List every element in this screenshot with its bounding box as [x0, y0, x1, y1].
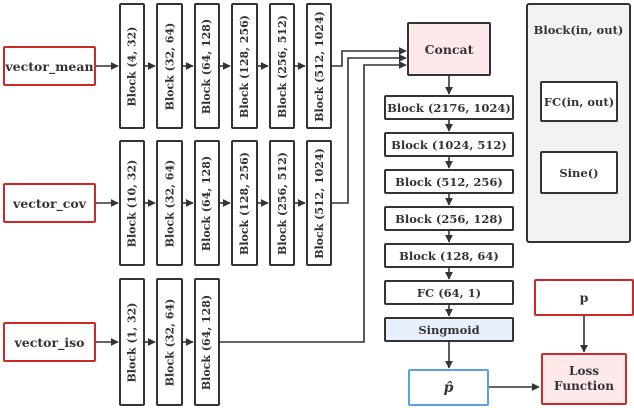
legend-sine-activation: Sine()	[540, 151, 618, 194]
sigmoid-activation: Singmoid	[384, 317, 514, 342]
iso-block-1: Block (1, 32)	[119, 278, 145, 406]
block-definition-title: Block(in, out)	[533, 23, 624, 37]
fc-output-layer: FC (64, 1)	[384, 280, 514, 305]
concat-node: Concat	[407, 22, 491, 76]
mean-block-1: Block (4, 32)	[119, 3, 145, 129]
head-block-2: Block (1024, 512)	[384, 132, 514, 157]
head-block-3: Block (512, 256)	[384, 169, 514, 194]
cov-block-1: Block (10, 32)	[119, 140, 145, 266]
cov-block-6: Block (512, 1024)	[306, 140, 332, 266]
mean-block-6: Block (512, 1024)	[306, 3, 332, 129]
mean-block-2: Block (32, 64)	[156, 3, 183, 129]
cov-block-2: Block (32, 64)	[156, 140, 183, 266]
head-block-5: Block (128, 64)	[384, 243, 514, 268]
mean-block-4: Block (128, 256)	[231, 3, 258, 129]
prediction-node: p̂	[408, 369, 489, 406]
cov-block-3: Block (64, 128)	[194, 140, 220, 266]
loss-function-node: Loss Function	[541, 353, 627, 405]
head-block-1: Block (2176, 1024)	[384, 95, 514, 120]
input-vector-mean: vector_mean	[3, 46, 96, 86]
target-node: p	[534, 279, 634, 316]
head-block-4: Block (256, 128)	[384, 206, 514, 231]
input-vector-iso: vector_iso	[3, 322, 96, 362]
input-vector-cov: vector_cov	[3, 183, 96, 223]
mean-block-5: Block (256, 512)	[269, 3, 295, 129]
cov-block-4: Block (128, 256)	[231, 140, 258, 266]
block-definition-panel: Block(in, out)	[526, 3, 631, 243]
iso-block-3: Block (64, 128)	[194, 278, 220, 406]
cov-block-5: Block (256, 512)	[269, 140, 295, 266]
mean-block-3: Block (64, 128)	[194, 3, 220, 129]
iso-block-2: Block (32, 64)	[156, 278, 183, 406]
legend-fc-layer: FC(in, out)	[540, 81, 618, 122]
